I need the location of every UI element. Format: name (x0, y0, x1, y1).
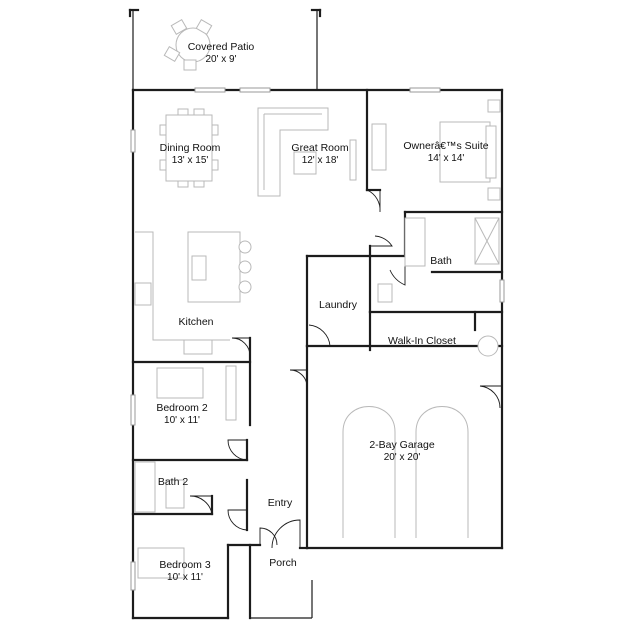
room-bath: Bath (430, 255, 452, 267)
room-dims: 20' x 20' (384, 452, 421, 463)
patio-table-set-icon (163, 18, 213, 71)
room-name: Ownerâ€™s Suite (403, 140, 488, 152)
room-dims: 14' x 14' (428, 153, 465, 164)
bath-2-fixtures-icon (134, 461, 185, 513)
garage-bays-icon (342, 406, 469, 538)
room-laundry: Laundry (319, 299, 358, 311)
room-name: Bath (430, 255, 452, 267)
owner-bath-fixtures-icon (377, 217, 500, 357)
room-dims: 20' x 9' (205, 54, 236, 65)
owner-bed-icon (371, 99, 501, 201)
room-name: Laundry (319, 299, 358, 311)
room-dining-room: Dining Room 13' x 15' (160, 142, 221, 166)
room-name: Kitchen (178, 316, 213, 328)
room-great-room: Great Room 12' x 18' (291, 142, 348, 166)
sofa-icon (257, 107, 329, 197)
room-porch: Porch (269, 557, 297, 569)
patio-outline (128, 8, 322, 90)
room-dims: 10' x 11' (167, 572, 203, 583)
doors (189, 189, 502, 549)
room-name: Bedroom 3 (159, 559, 211, 571)
room-kitchen: Kitchen (178, 316, 213, 328)
room-name: Covered Patio (188, 41, 255, 53)
room-name: Dining Room (160, 142, 221, 154)
dining-table-icon (159, 108, 219, 188)
room-name: Entry (268, 497, 293, 509)
room-dims: 12' x 18' (302, 155, 339, 166)
room-owners-suite: Ownerâ€™s Suite 14' x 14' (403, 140, 488, 164)
room-name: Walk-In Closet (388, 335, 456, 347)
room-name: Great Room (291, 142, 348, 154)
room-bedroom-2: Bedroom 2 10' x 11' (156, 402, 208, 426)
room-entry: Entry (268, 497, 293, 509)
room-dims: 10' x 11' (164, 415, 200, 426)
room-covered-patio: Covered Patio 20' x 9' (188, 41, 255, 65)
room-name: Porch (269, 557, 297, 569)
bedroom-2-bed-icon (156, 365, 237, 421)
kitchen-counter-icon (134, 231, 252, 355)
tv-icon (349, 139, 357, 181)
room-name: Bedroom 2 (156, 402, 208, 414)
bedroom-3-bed-icon (137, 547, 185, 579)
room-bath-2: Bath 2 (158, 476, 189, 488)
windows (130, 87, 505, 591)
room-name: Bath 2 (158, 476, 189, 488)
room-dims: 13' x 15' (172, 155, 209, 166)
exterior-walls (131, 88, 504, 620)
room-name: 2-Bay Garage (369, 439, 435, 451)
room-walk-in-closet: Walk-In Closet (388, 335, 456, 347)
room-bedroom-3: Bedroom 3 10' x 11' (159, 559, 211, 583)
room-garage: 2-Bay Garage 20' x 20' (369, 439, 435, 463)
